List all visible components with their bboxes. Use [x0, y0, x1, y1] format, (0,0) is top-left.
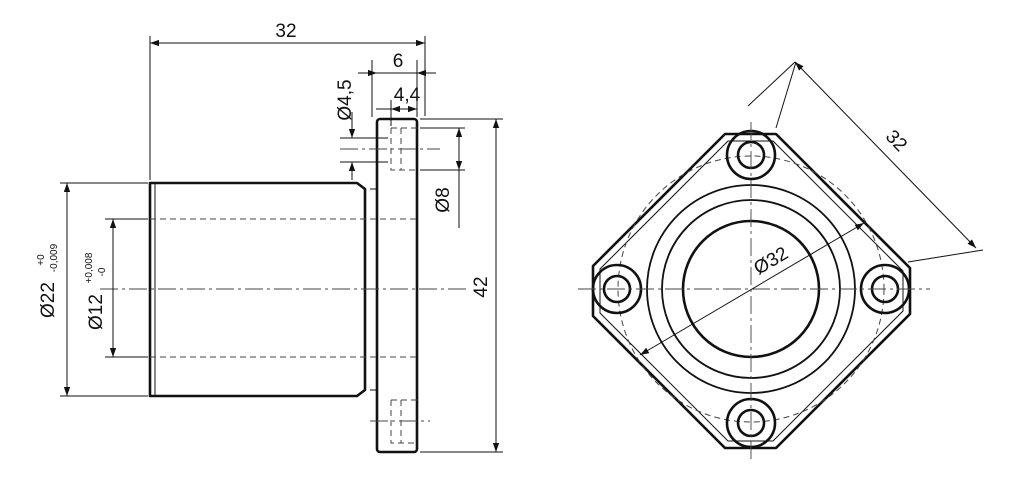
dim-inner-diameter: Ø12 [86, 294, 107, 330]
outer-tol-lower: -0,009 [49, 243, 60, 272]
dim-square-width: 32 [881, 126, 911, 156]
ext-line [775, 61, 797, 129]
dim-counterbore-depth: 4,4 [394, 85, 421, 106]
dim-flange-thickness: 6 [393, 51, 404, 72]
counterbore-hidden-bottom [390, 399, 417, 444]
ext-line [907, 249, 984, 263]
dim-overall-length: 32 [275, 21, 296, 42]
ext-line-diag [747, 61, 796, 107]
dim-line-square [794, 61, 977, 249]
flange-outline [375, 117, 419, 454]
side-dimensions: 32 6 4,4 Ø4,5 Ø8 42 Ø22 +0 [36, 21, 503, 453]
bushing-body-outline [148, 181, 367, 398]
inner-tol-upper: +0,008 [84, 252, 95, 283]
dim-hole-diameter: Ø4,5 [335, 79, 356, 120]
side-view [100, 117, 470, 454]
front-dimensions: Ø32 32 [639, 61, 984, 356]
outer-tol-upper: +0 [36, 254, 47, 266]
inner-tol-lower: -0 [97, 267, 108, 276]
dim-flange-height: 42 [471, 276, 492, 297]
front-view [578, 122, 930, 462]
dim-bolt-circle: Ø32 [750, 243, 792, 279]
dim-outer-diameter: Ø22 [38, 282, 59, 318]
square-flange-inner-edge [599, 140, 904, 442]
dim-counterbore-diameter: Ø8 [433, 187, 454, 212]
